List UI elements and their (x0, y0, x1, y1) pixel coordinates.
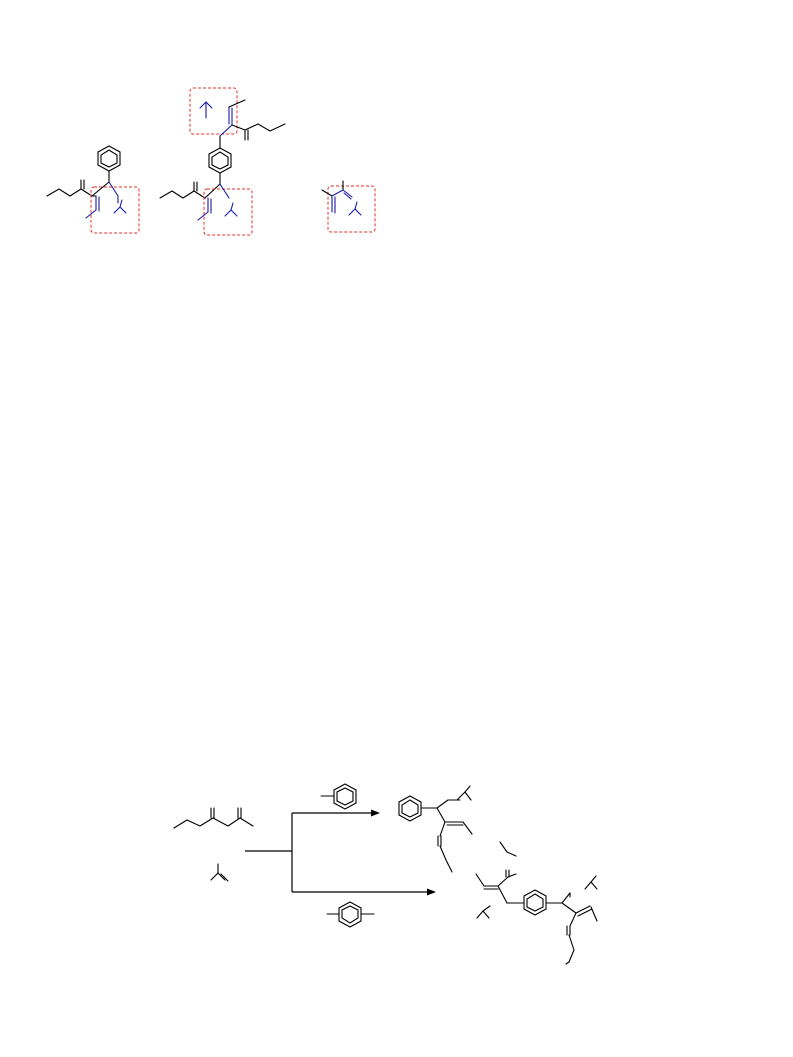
aldehyde-terephthalaldehyde (326, 901, 375, 928)
structure-1-highlight-box (90, 186, 140, 234)
aldehyde-benzaldehyde (320, 783, 357, 810)
structure-3-highlight-box (327, 185, 376, 233)
structure-2-lower-highlight-box (203, 188, 253, 236)
structure-1 (46, 145, 140, 234)
product-bis-dihydropyridine (475, 869, 598, 965)
branching-arrows (245, 809, 436, 896)
reagent-ketoester (173, 807, 254, 829)
reaction-scheme-panel (173, 783, 598, 965)
structure-1-phenyl-inner (100, 149, 118, 168)
structure-3 (321, 180, 376, 233)
structure-2-upper-highlight-box (189, 87, 238, 135)
top-structures-panel (46, 87, 376, 236)
structure-2 (159, 87, 286, 236)
reagent-amine-fragment (210, 863, 229, 882)
product-mono-dihydropyridine (398, 785, 517, 873)
